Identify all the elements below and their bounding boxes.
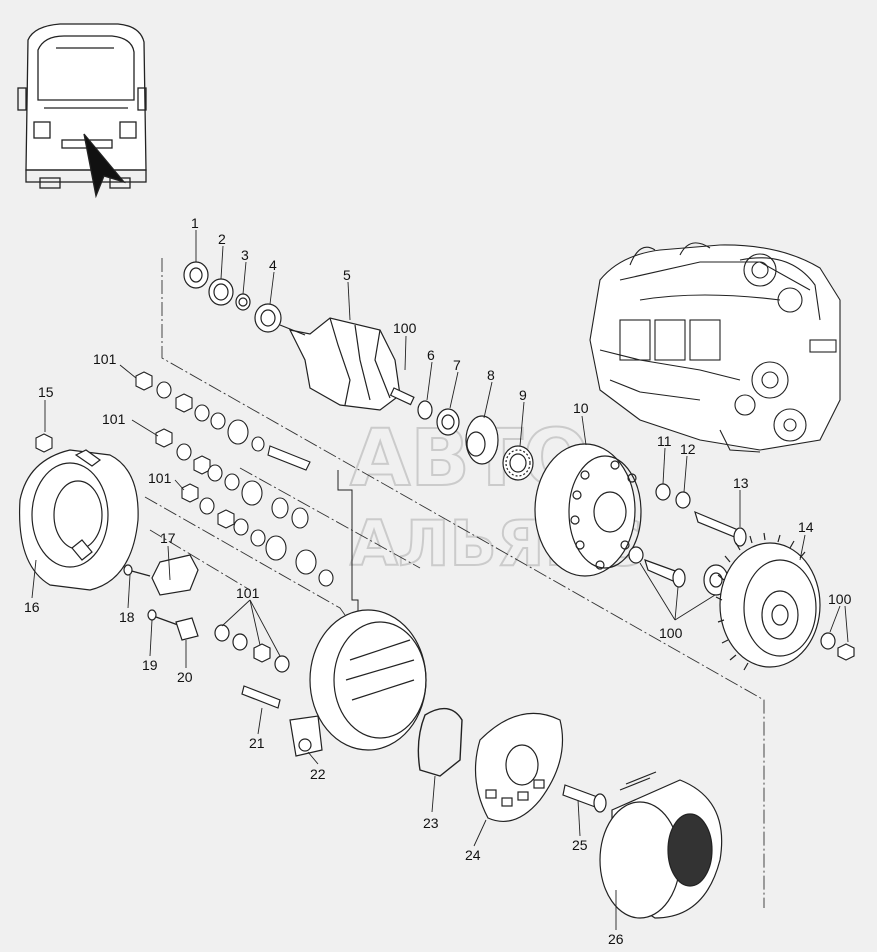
label-part-21: 21 [249, 735, 265, 751]
stud-part-21 [241, 685, 281, 709]
brush-parts [123, 554, 290, 709]
leader-boxes [337, 470, 359, 612]
label-part-100-top: 100 [393, 320, 417, 336]
engine-block-illustration [589, 242, 841, 453]
screw-part-19 [147, 609, 157, 621]
label-part-5: 5 [343, 267, 351, 283]
label-part-16: 16 [24, 599, 40, 615]
label-part-14: 14 [798, 519, 814, 535]
label-part-23: 23 [423, 815, 439, 831]
label-part-9: 9 [519, 387, 527, 403]
stator-part-26 [599, 771, 723, 919]
bearings-group [417, 400, 534, 481]
rotor-part-5 [279, 317, 415, 411]
washers-bolts-right [628, 483, 747, 596]
label-part-19: 19 [142, 657, 158, 673]
label-part-6: 6 [427, 347, 435, 363]
leader-lines [31, 230, 849, 930]
label-part-4: 4 [269, 257, 277, 273]
label-part-8: 8 [487, 367, 495, 383]
label-part-10: 10 [573, 400, 589, 416]
label-part-24: 24 [465, 847, 481, 863]
washer-part-11 [655, 483, 671, 501]
cover-part-16 [18, 449, 139, 591]
label-part-12: 12 [680, 441, 696, 457]
bolt-part-25 [562, 784, 607, 813]
bus-locator-icon [17, 23, 147, 199]
screw-part-18 [123, 564, 133, 576]
label-part-3: 3 [241, 247, 249, 263]
label-part-101-a: 101 [93, 351, 117, 367]
label-part-13: 13 [733, 475, 749, 491]
label-part-25: 25 [572, 837, 588, 853]
rectifier-plate-part-10 [534, 443, 642, 577]
label-part-17: 17 [160, 530, 176, 546]
label-part-20: 20 [177, 669, 193, 685]
nut-part-12 [675, 491, 691, 509]
brush-holder-part-17 [151, 554, 199, 596]
axis-lines [144, 258, 765, 908]
label-part-11: 11 [657, 433, 672, 449]
callout-labels: 1 2 3 4 5 100 6 7 8 9 10 11 12 13 14 100… [24, 215, 852, 947]
ring-part-6 [417, 400, 433, 420]
label-part-100-right: 100 [828, 591, 852, 607]
gasket-part-23 [417, 707, 463, 777]
label-part-22: 22 [310, 766, 326, 782]
stator-housing-part-22 [289, 609, 427, 757]
label-part-7: 7 [453, 357, 461, 373]
label-part-101-b: 101 [102, 411, 126, 427]
label-part-26: 26 [608, 931, 624, 947]
label-part-15: 15 [38, 384, 54, 400]
label-part-101-d: 101 [236, 585, 260, 601]
nuts-part-100-right [820, 632, 855, 661]
small-parts-left [35, 371, 334, 587]
seal-rings-group [183, 261, 282, 333]
end-plate-part-24 [474, 712, 564, 822]
label-part-101-c: 101 [148, 470, 172, 486]
label-part-18: 18 [119, 609, 135, 625]
fan-pulley-part-14 [715, 532, 821, 671]
label-part-2: 2 [218, 231, 226, 247]
label-part-1: 1 [191, 215, 199, 231]
label-part-100-bottom: 100 [659, 625, 683, 641]
clip-part-20 [175, 617, 199, 641]
